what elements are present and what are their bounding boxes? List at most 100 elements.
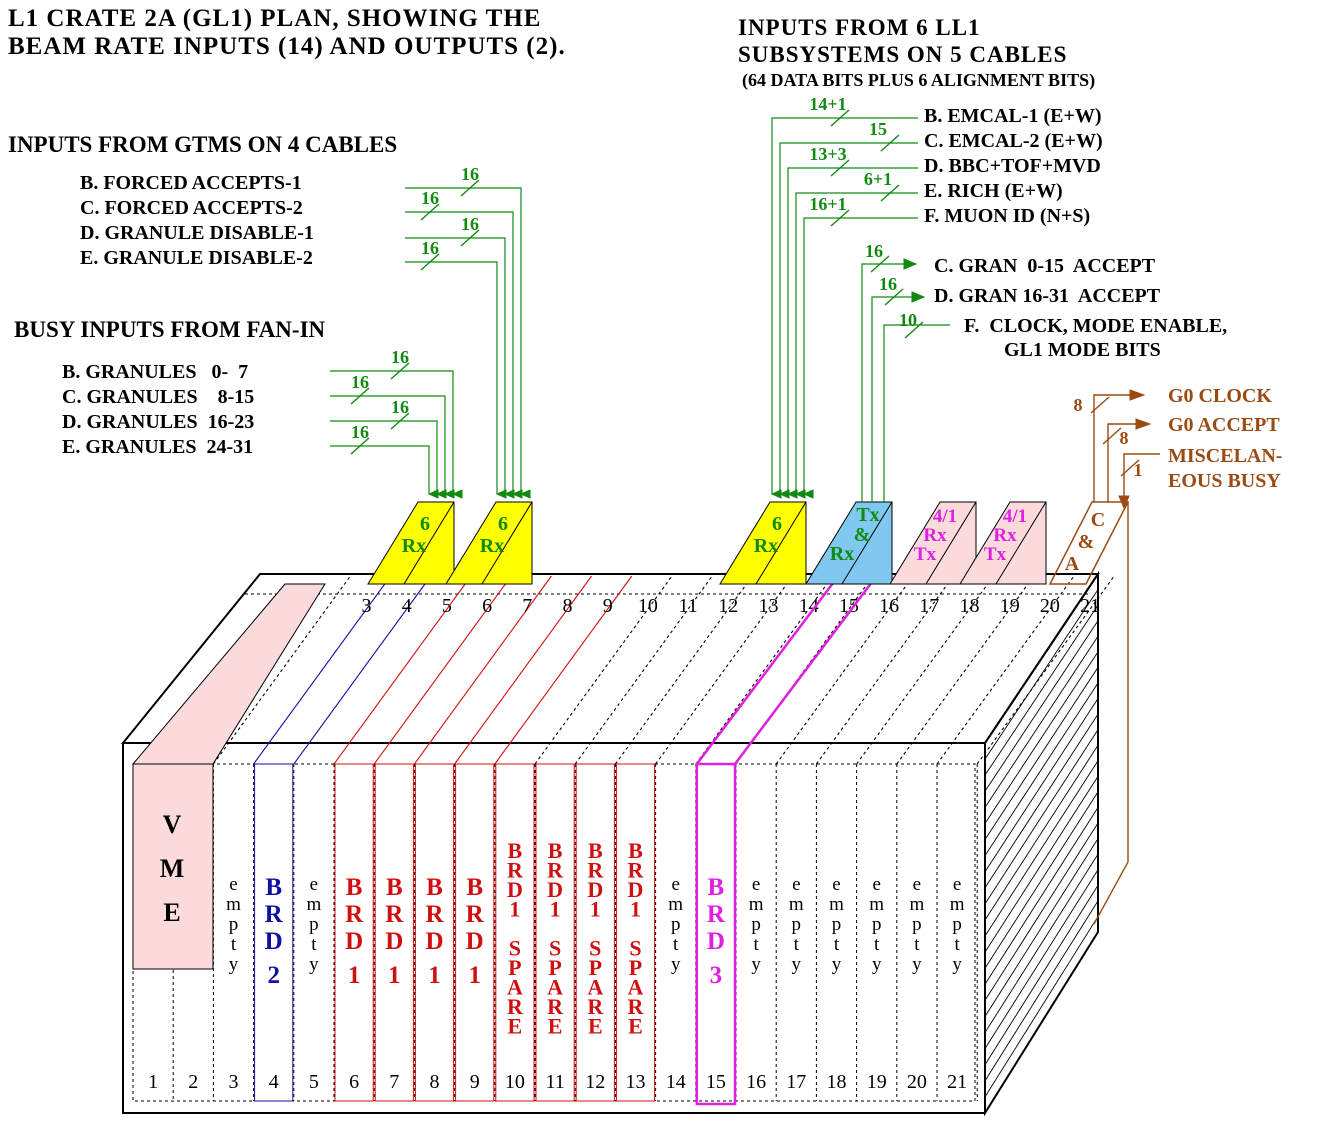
right-hatch-line — [984, 589, 1099, 760]
fanout-module-b-edge — [995, 501, 1047, 585]
board-letter: B — [588, 838, 603, 863]
g0-clock-label: G0 CLOCK — [1168, 385, 1272, 407]
g0-busy-width: 1 — [1134, 460, 1143, 480]
slot-number-bottom: 10 — [505, 1071, 525, 1093]
busy-label-b: B. GRANULES 0- 7 — [62, 361, 248, 383]
board-letter: E — [588, 1014, 603, 1039]
right-hatch-line — [984, 916, 1099, 1098]
gtm-bus-slash — [460, 179, 480, 197]
g0-accept-line — [1107, 423, 1136, 502]
empty-slot-letter: t — [874, 934, 880, 955]
empty-slot-letter: m — [226, 894, 241, 915]
slot-number-top: 6 — [482, 595, 492, 617]
top-slot-divider — [614, 575, 753, 765]
empty-slot-letter: e — [752, 874, 760, 895]
busy-bus-line — [330, 370, 463, 499]
gtm-label-c: C. FORCED ACCEPTS-2 — [80, 197, 303, 219]
board-letter: S — [629, 936, 641, 961]
right-hatch-line — [984, 791, 1099, 969]
top-slot-divider — [856, 575, 995, 765]
output-slash-c — [870, 255, 890, 273]
output-labels: C. GRAN 0-15 ACCEPT D. GRAN 16-31 ACCEPT… — [934, 255, 1227, 361]
empty-slot-letter: t — [311, 934, 317, 955]
ll1-bus-width: 13+3 — [809, 144, 846, 164]
empty-slot-letter: t — [914, 934, 920, 955]
top-slot-divider — [815, 575, 954, 765]
board-letter: P — [629, 955, 642, 980]
slot-number-top: 7 — [522, 595, 532, 617]
slot-number-bottom: 11 — [545, 1071, 564, 1093]
title-line-1: L1 CRATE 2A (GL1) PLAN, SHOWING THE — [8, 5, 541, 32]
gtm-bus-width: 16 — [421, 188, 439, 208]
slot-number-top: 17 — [919, 595, 939, 617]
ll1-bus-width: 16+1 — [809, 194, 846, 214]
board-letter: R — [507, 994, 524, 1019]
board-letter: R — [507, 858, 524, 883]
empty-slot-letter: y — [309, 954, 319, 975]
empty-slot-letter: t — [673, 934, 679, 955]
top-slot-divider — [936, 575, 1075, 765]
rx-module-a-edge — [403, 501, 455, 585]
board-letter: 1 — [550, 897, 561, 922]
board-letter: D — [628, 877, 644, 902]
ac-cable — [1093, 502, 1129, 925]
rx-module-a-label: Rx — [402, 535, 426, 557]
output-line-d — [871, 296, 914, 502]
board-letter: D — [265, 928, 283, 955]
board-letter: R — [628, 994, 645, 1019]
slot-number-top: 3 — [362, 595, 372, 617]
right-hatch-line — [984, 776, 1099, 953]
slot-number-bottom: 14 — [666, 1071, 686, 1093]
empty-slot-letter: m — [307, 894, 322, 915]
rx-module-b-label: Rx — [480, 535, 504, 557]
busy-labels: B. GRANULES 0- 7 C. GRANULES 8-15 D. GRA… — [62, 361, 254, 458]
right-hatch-line — [984, 838, 1099, 1017]
board-letter: R — [628, 858, 645, 883]
top-slot-divider — [413, 575, 552, 765]
txrx-module-edge — [841, 501, 893, 585]
board-number: 2 — [267, 962, 280, 989]
gtm-label-d: D. GRANULE DISABLE-1 — [80, 222, 314, 244]
board-letter: D — [547, 877, 563, 902]
rx-module-a-label: 6 — [420, 513, 430, 535]
output-arrow-d — [911, 291, 926, 303]
empty-slot-letter: m — [950, 894, 965, 915]
board-letter: E — [628, 1014, 643, 1039]
empty-slot-letter: e — [953, 874, 961, 895]
gtm-label-b: B. FORCED ACCEPTS-1 — [80, 172, 302, 194]
fanout-module-a-edge — [925, 501, 977, 585]
g0-busy-label-2: EOUS BUSY — [1168, 470, 1281, 492]
g0-clock-slash — [1090, 396, 1110, 414]
empty-slot-letter: m — [910, 894, 925, 915]
board-letter: S — [509, 936, 521, 961]
ll1-bus-width: 15 — [869, 119, 887, 139]
empty-slot-letter: e — [872, 874, 880, 895]
g0-accept-slash — [1102, 427, 1122, 445]
g0-arrow — [1129, 389, 1146, 401]
g0-clock-line — [1093, 394, 1130, 502]
output-width-c: 16 — [865, 241, 883, 261]
empty-slot-letter: p — [912, 914, 922, 935]
fanout-module-b-label: Tx — [984, 544, 1007, 565]
empty-slot-letter: e — [792, 874, 800, 895]
ll1-heading-1: INPUTS FROM 6 LL1 — [738, 15, 981, 40]
slot-number-top: 20 — [1040, 595, 1060, 617]
g0-busy-line — [1123, 453, 1160, 502]
board-outline — [334, 763, 374, 1102]
empty-slot-letter: e — [229, 874, 237, 895]
output-line-f — [883, 324, 950, 502]
top-slot-divider — [494, 575, 633, 765]
top-slot-divider — [976, 575, 1115, 765]
ac-label: A — [1065, 553, 1080, 575]
empty-slot-letter: y — [952, 954, 962, 975]
board-letter: R — [547, 858, 564, 883]
empty-slot-letter: t — [753, 934, 759, 955]
output-width-d: 16 — [879, 274, 897, 294]
output-arrow-c — [903, 258, 918, 270]
board-letter: B — [265, 874, 282, 901]
right-hatch-line — [984, 744, 1099, 921]
empty-slot-letter: p — [872, 914, 882, 935]
busy-bus-line — [330, 420, 447, 499]
board-letter: S — [589, 936, 601, 961]
